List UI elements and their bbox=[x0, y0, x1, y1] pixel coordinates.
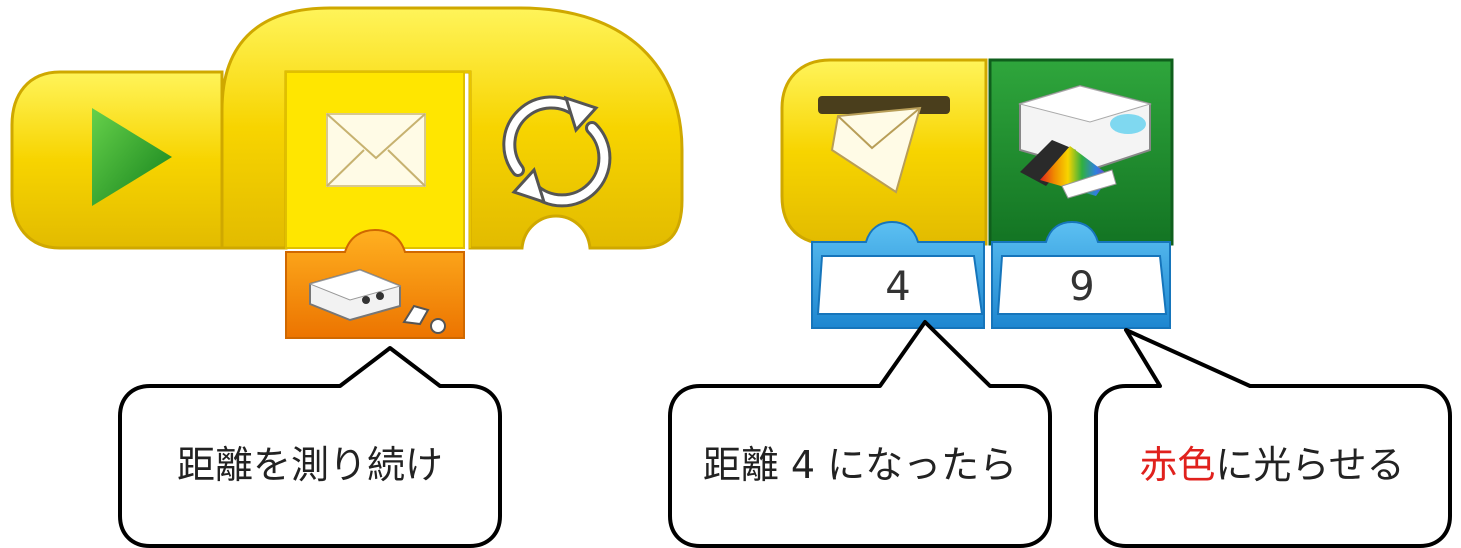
callout-1-text: 距離を測り続け bbox=[177, 443, 443, 487]
callout-3-bubble bbox=[1094, 328, 1452, 548]
program-2: 4 9 距離 4 になったら 赤色に光らせる bbox=[668, 58, 1452, 548]
callout-2-text: 距離 4 になったら bbox=[703, 443, 1017, 487]
color-value-box[interactable] bbox=[996, 255, 1168, 315]
repeat-loop-block[interactable] bbox=[220, 6, 684, 250]
callout-2-bubble bbox=[668, 320, 1052, 548]
callout-3-text: 赤色に光らせる bbox=[1139, 443, 1404, 487]
callout-1-bubble bbox=[118, 346, 502, 548]
callout-2-segment-0: 距離 4 になったら bbox=[703, 443, 1017, 487]
envelope-slot-icon bbox=[818, 96, 950, 194]
callout-3-segment-0: 赤色 bbox=[1139, 443, 1215, 487]
play-icon bbox=[92, 108, 172, 206]
distance-sensor-icon bbox=[308, 268, 446, 334]
distance-value-text: 4 bbox=[885, 264, 910, 310]
color-value-text: 9 bbox=[1069, 264, 1094, 310]
smart-hub-light-icon bbox=[1018, 84, 1152, 199]
envelope-icon bbox=[326, 113, 426, 187]
repeat-icon bbox=[502, 95, 612, 208]
program-1: 距離を測り続け bbox=[10, 6, 684, 548]
callout-1-segment-0: 距離を測り続け bbox=[177, 443, 443, 487]
callout-3-segment-1: に光らせる bbox=[1215, 443, 1404, 487]
distance-value-box[interactable] bbox=[816, 255, 984, 315]
